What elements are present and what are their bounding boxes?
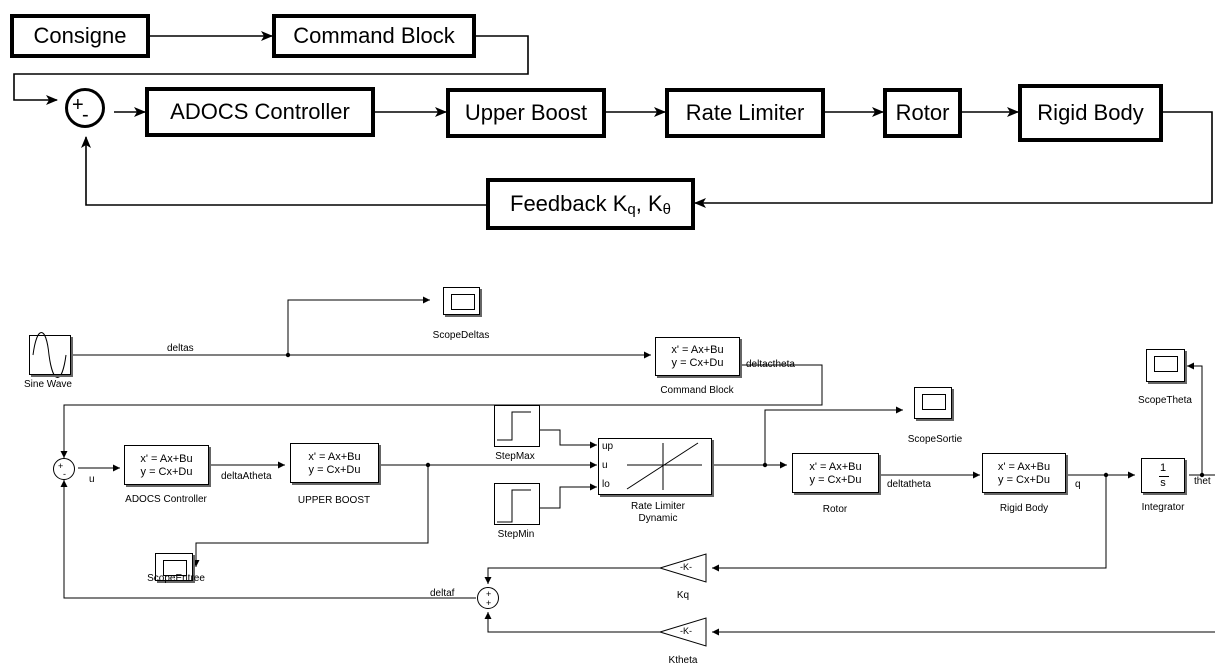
scope-sortie-screen-icon — [922, 394, 946, 410]
stepmax-block[interactable] — [494, 405, 540, 447]
boost-eq-line2: y = Cx+Du — [308, 464, 361, 476]
integrator-numerator: 1 — [1159, 462, 1167, 474]
port-lo: lo — [602, 479, 610, 490]
upper-boost-block[interactable]: Upper Boost — [446, 88, 606, 138]
rate-limiter-label: Rate Limiter — [685, 100, 805, 125]
stepmin-block[interactable] — [494, 483, 540, 525]
scope-deltas-screen-icon — [451, 294, 475, 310]
adocs-controller-block[interactable]: ADOCS Controller — [145, 87, 375, 137]
sum-minus-sign: - — [82, 104, 89, 126]
stepmin-label: StepMin — [497, 529, 535, 540]
sum-fb-plus-top: + — [486, 589, 492, 599]
gain-kq-text: -K- — [680, 562, 692, 572]
rate-limiter-line1: Rate Limiter — [631, 501, 685, 512]
consigne-block[interactable]: Consigne — [10, 14, 150, 58]
adocs-controller-label: ADOCS Controller — [125, 494, 207, 505]
sum-junction: + - — [65, 88, 105, 128]
integrator-label: Integrator — [1141, 502, 1185, 513]
upper-boost-label: UPPER BOOST — [297, 495, 371, 506]
signal-u-label: u — [89, 474, 95, 485]
rigid-body-label: Rigid Body — [1037, 100, 1144, 125]
command-block-statespace[interactable]: x' = Ax+Bu y = Cx+Du — [655, 337, 740, 376]
rate-limiter-block[interactable]: Rate Limiter — [665, 88, 825, 138]
sum-block-feedback[interactable]: + + — [477, 587, 499, 609]
scope-sortie-block[interactable] — [914, 387, 952, 419]
rate-limiter-dynamic-block[interactable]: up u lo — [598, 438, 712, 495]
scope-entree-label: ScopeEntree — [147, 573, 205, 584]
port-up: up — [602, 441, 614, 452]
consigne-label: Consigne — [33, 23, 127, 48]
gain-kq-triangle — [658, 553, 707, 583]
gain-kq-label: Kq — [676, 590, 690, 601]
sum-plus-sign: + — [72, 94, 84, 116]
signal-deltactheta-label: deltactheta — [746, 359, 795, 370]
sum-block-main[interactable]: + - — [53, 458, 75, 480]
scope-deltas-block[interactable] — [443, 287, 480, 315]
adocs-controller-statespace[interactable]: x' = Ax+Bu y = Cx+Du — [124, 445, 209, 485]
signal-deltatheta-label: deltatheta — [887, 479, 931, 490]
sum-main-minus: - — [63, 469, 66, 479]
upper-boost-statespace[interactable]: x' = Ax+Bu y = Cx+Du — [290, 443, 379, 483]
rigid-eq-line2: y = Cx+Du — [998, 474, 1050, 486]
adocs-eq-line1: x' = Ax+Bu — [140, 453, 193, 465]
rotor-eq-line1: x' = Ax+Bu — [809, 461, 862, 473]
rotor-label: Rotor — [822, 504, 848, 515]
signal-deltaf-label: deltaf — [430, 588, 455, 599]
scope-entree-block[interactable] — [155, 553, 193, 581]
rotor-label: Rotor — [895, 100, 950, 125]
scope-theta-label: ScopeTheta — [1138, 395, 1192, 406]
adocs-eq-line2: y = Cx+Du — [140, 466, 193, 478]
sine-waveform — [32, 332, 67, 378]
rate-limiter-line2: Dynamic — [638, 513, 678, 524]
rigid-body-block[interactable]: Rigid Body — [1018, 84, 1163, 142]
sine-wave-label: Sine Wave — [24, 379, 72, 390]
signal-deltaatheta-label: deltaAtheta — [221, 471, 272, 482]
stepmax-waveform — [497, 411, 531, 441]
scope-theta-block[interactable] — [1146, 349, 1185, 382]
sum-fb-plus-bottom: + — [486, 598, 492, 608]
command-block-label: Command Block — [660, 385, 734, 396]
feedback-sub-q: q — [627, 201, 636, 218]
feedback-block[interactable]: Feedback Kq, Kθ — [486, 178, 695, 230]
gain-ktheta-label: Ktheta — [668, 655, 698, 666]
command-block-label: Command Block — [293, 23, 455, 48]
signal-deltas-label: deltas — [167, 343, 194, 354]
signal-q-label: q — [1075, 479, 1081, 490]
signal-theta-label: thet — [1194, 476, 1211, 487]
rotor-eq-line2: y = Cx+Du — [809, 474, 862, 486]
scope-theta-screen-icon — [1154, 356, 1178, 372]
rotor-block[interactable]: Rotor — [883, 88, 962, 138]
sum-main-plus: + — [58, 461, 64, 471]
integrator-block[interactable]: 1 s — [1141, 458, 1185, 493]
rigid-eq-line1: x' = Ax+Bu — [997, 461, 1051, 473]
command-block[interactable]: Command Block — [272, 14, 476, 58]
scope-deltas-label: ScopeDeltas — [432, 330, 490, 341]
integrator-fraction-bar — [1159, 476, 1169, 477]
port-u: u — [602, 460, 608, 471]
boost-eq-line1: x' = Ax+Bu — [308, 451, 361, 463]
feedback-label: Feedback Kq, Kθ — [510, 191, 671, 218]
stepmax-label: StepMax — [495, 451, 535, 462]
rigid-body-label: Rigid Body — [999, 503, 1049, 514]
feedback-prefix: Feedback K — [510, 191, 628, 216]
adocs-controller-label: ADOCS Controller — [170, 99, 350, 124]
rigid-body-statespace[interactable]: x' = Ax+Bu y = Cx+Du — [982, 453, 1066, 493]
sine-wave-block[interactable] — [29, 335, 71, 375]
gain-ktheta-text: -K- — [680, 626, 692, 636]
cmd-eq-line1: x' = Ax+Bu — [671, 344, 724, 356]
rotor-statespace[interactable]: x' = Ax+Bu y = Cx+Du — [792, 453, 879, 493]
upper-boost-label: Upper Boost — [464, 100, 588, 125]
scope-sortie-label: ScopeSortie — [907, 434, 963, 445]
cmd-eq-line2: y = Cx+Du — [671, 357, 724, 369]
feedback-sep: , K — [635, 191, 663, 216]
integrator-denominator: s — [1160, 477, 1166, 489]
feedback-sub-theta: θ — [662, 201, 671, 218]
scope-entree-screen-icon — [163, 560, 187, 576]
gain-ktheta-triangle — [658, 617, 707, 647]
stepmin-waveform — [497, 489, 531, 523]
